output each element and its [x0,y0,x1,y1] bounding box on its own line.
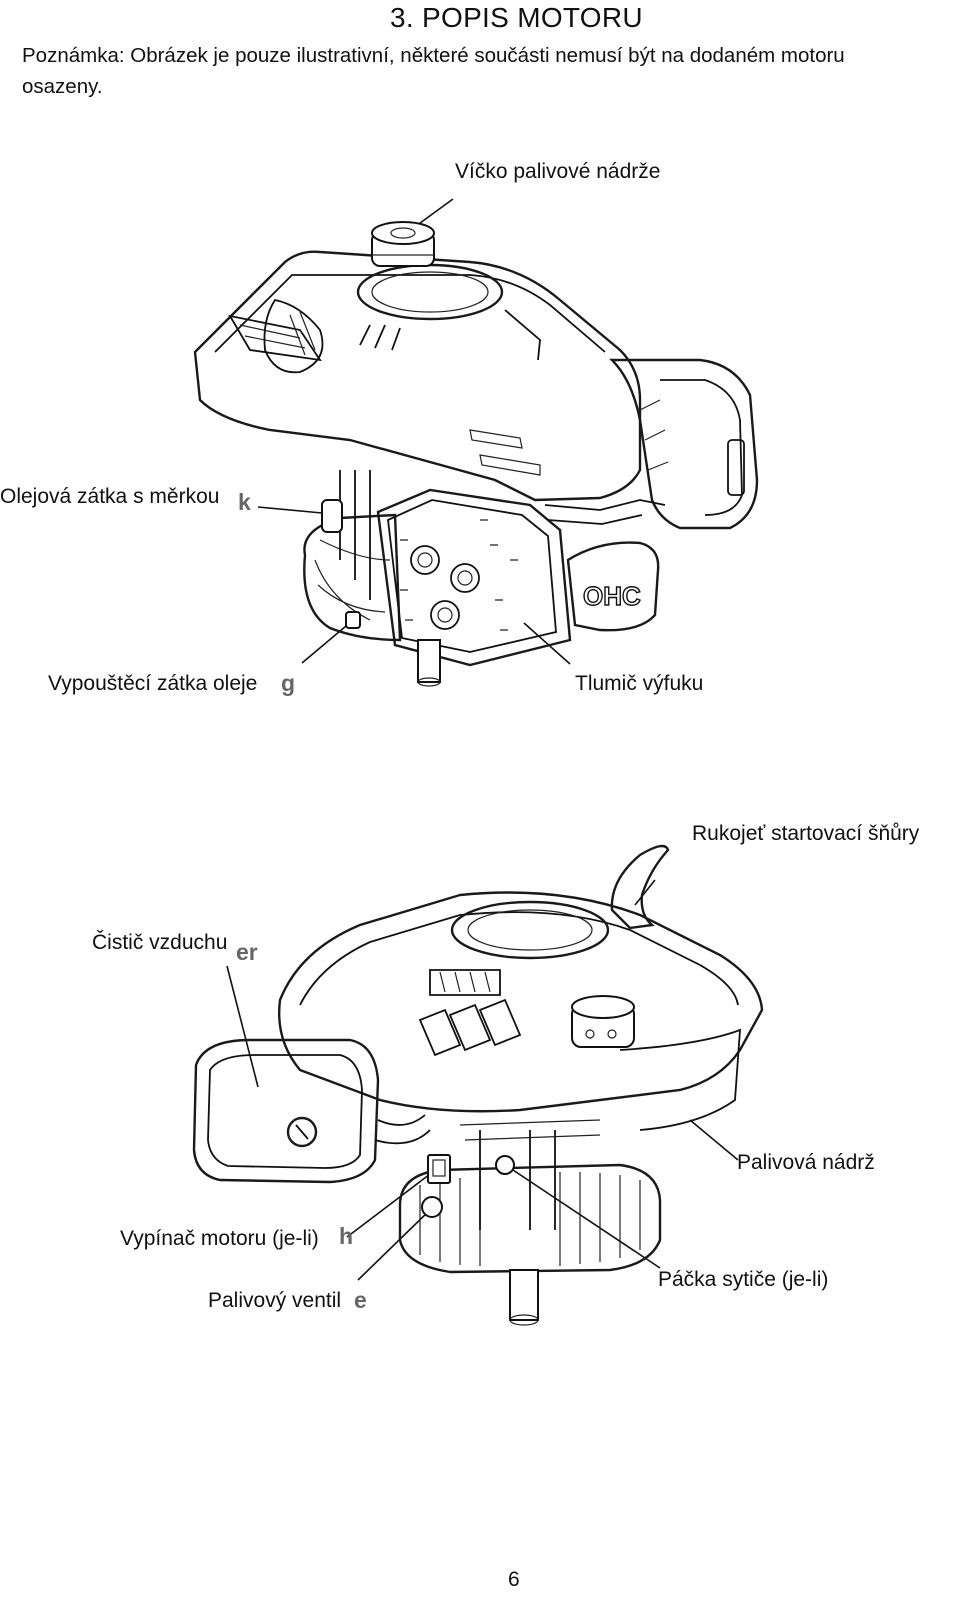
leader-choke [509,1167,661,1269]
leader-fuel-tank [689,1119,739,1161]
label-muffler: Tlumič výfuku [575,672,704,695]
label-fuel-valve: Palivový ventil [208,1289,342,1312]
leader-oil-drain [301,620,353,664]
page-title: 3. POPIS MOTORU [390,2,643,33]
label-oil-plug-letter: k [238,489,251,515]
ohc-badge: OHC [583,581,641,611]
label-engine-switch: Vypínač motoru (je-li) [120,1227,319,1250]
label-choke: Páčka sytiče (je-li) [658,1268,829,1291]
note-line-1: Poznámka: Obrázek je pouze ilustrativní,… [22,44,845,67]
label-fuel-cap: Víčko palivové nádrže [455,160,661,183]
label-oil-plug: Olejová zátka s měrkou [0,485,220,508]
bottom-engine-drawing [192,844,764,1326]
label-engine-switch-fragment: h [339,1223,354,1249]
label-starter-handle: Rukojeť startovací šňůry [692,822,920,845]
leader-engine-switch [346,1167,439,1238]
label-air-cleaner-fragment: er [236,939,258,965]
label-fuel-tank: Palivová nádrž [737,1151,875,1174]
label-fuel-valve-fragment: e [354,1287,367,1313]
leader-starter-handle [634,879,656,906]
label-air-cleaner: Čistič vzduchu [92,931,228,954]
top-engine-drawing [193,198,759,687]
label-oil-drain: Vypouštěcí zátka oleje [48,672,258,695]
note-line-2: osazeny. [22,75,103,98]
label-oil-drain-letter: g [281,670,296,696]
leader-oil-plug [257,506,323,514]
leader-muffler [523,622,571,665]
leader-fuel-valve [357,1209,431,1281]
page-number: 6 [508,1568,520,1591]
leader-air-cleaner [226,965,259,1088]
